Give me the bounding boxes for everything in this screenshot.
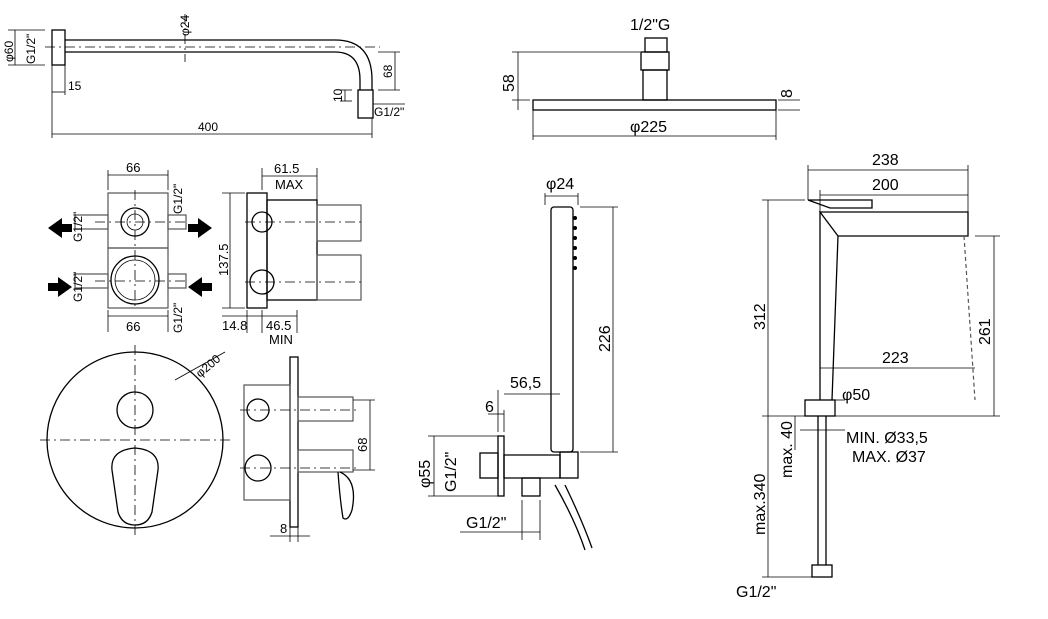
valve-thread-bottom-right: G1/2" — [171, 303, 185, 333]
shower-arm-thread-left: G1/2" — [24, 34, 38, 64]
mixer-base-diameter: φ50 — [842, 387, 870, 404]
valve-height: 137.5 — [216, 243, 231, 276]
shower-arm-wall-offset: 15 — [68, 79, 82, 93]
shower-arm-diameter: φ60 — [2, 41, 16, 62]
hand-shower-thread-side: G1/2" — [443, 452, 460, 492]
valve-thread-top-right: G1/2" — [171, 184, 185, 214]
trim-plate-depth: 68 — [355, 438, 370, 452]
mixer-overall-length: 238 — [872, 152, 899, 169]
valve-thread-bottom-left: G1/2" — [71, 272, 85, 302]
outlet-arrow-left-icon — [48, 218, 72, 238]
trim-plate-thickness: 8 — [280, 521, 287, 536]
hand-shower-thread-bottom: G1/2" — [466, 515, 506, 532]
mixer-spout-height: 261 — [977, 318, 994, 345]
shower-arm-length: 400 — [198, 120, 218, 134]
trim-plate-front-view: φ200 — [40, 345, 230, 535]
valve-width-bottom: 66 — [126, 319, 140, 334]
valve-max-depth: 61.5 — [274, 161, 299, 176]
hand-shower-projection: 56,5 — [510, 375, 541, 392]
hand-shower-flange-diameter: φ55 — [417, 460, 434, 488]
shower-head-height: 58 — [501, 74, 518, 92]
valve-min-label: MIN — [269, 332, 293, 347]
shower-arm-view: φ60 G1/2" φ24 15 400 68 10 G1/2" — [2, 14, 405, 138]
valve-thread-top-left: G1/2" — [71, 212, 85, 242]
shower-head-diameter: φ225 — [630, 119, 667, 136]
valve-width-top: 66 — [126, 160, 140, 175]
valve-min-right: 46.5 — [266, 318, 291, 333]
concealed-valve-front-view: 66 66 G1/2" G1/2" G1/2" G1/2" — [48, 160, 212, 334]
mixer-thread: G1/2" — [736, 584, 776, 601]
hand-shower-length: 226 — [597, 325, 614, 352]
shower-arm-outlet-height: 10 — [331, 88, 345, 102]
valve-max-label: MAX — [275, 177, 304, 192]
concealed-valve-side-view: 61.5 MAX 137.5 14.8 46.5 MIN — [216, 161, 365, 347]
shower-head-thread: 1/2"G — [630, 17, 670, 34]
shower-head-view: 1/2"G 58 8 φ225 — [501, 17, 800, 140]
trim-plate-side-view: 68 8 — [240, 356, 375, 542]
mixer-max-deck: max. 40 — [779, 421, 796, 478]
hand-shower-view: φ24 226 56,5 6 φ55 G1/2" G1/2" — [417, 176, 618, 551]
shower-arm-thread-outlet: G1/2" — [374, 105, 404, 119]
mixer-max-hole: MAX. Ø37 — [852, 449, 926, 466]
mixer-min-hole: MIN. Ø33,5 — [846, 430, 928, 447]
shower-head-thickness: 8 — [779, 89, 796, 98]
valve-min-left: 14.8 — [222, 318, 247, 333]
mixer-height: 312 — [752, 303, 769, 330]
inlet-arrow-right-icon — [188, 277, 212, 297]
hand-shower-diameter: φ24 — [546, 176, 574, 193]
hand-shower-offset: 6 — [485, 399, 494, 416]
shower-arm-height: 68 — [381, 64, 395, 78]
mixer-spout-length: 200 — [872, 177, 899, 194]
basin-mixer-view: 238 200 312 261 223 φ50 MIN. Ø33,5 MAX. … — [736, 152, 1000, 601]
shower-arm-tube-diameter: φ24 — [178, 15, 192, 36]
mixer-max-hose: max.340 — [752, 474, 769, 535]
outlet-arrow-right-icon — [188, 218, 212, 238]
mixer-reach: 223 — [882, 350, 909, 367]
inlet-arrow-left-icon — [48, 277, 72, 297]
